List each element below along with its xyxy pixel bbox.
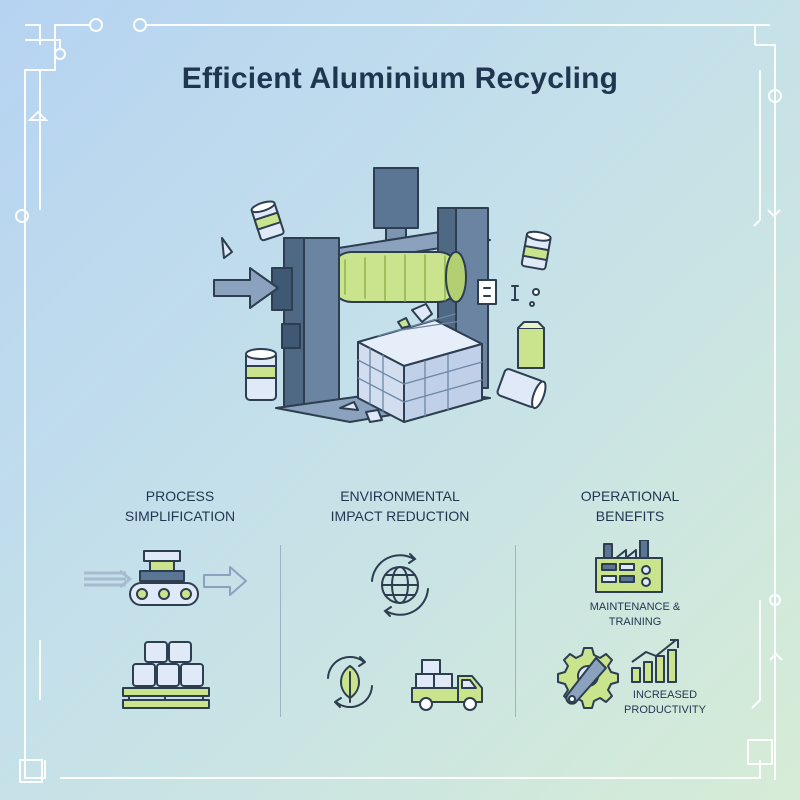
delivery-truck-icon — [411, 659, 483, 711]
section-title-environmental: ENVIRONMENTAL IMPACT REDUCTION — [330, 488, 470, 524]
compactor-machine-icon — [213, 167, 552, 423]
label-maintenance-training: MAINTENANCE & TRAINING — [589, 601, 681, 628]
factory-panel-icon — [595, 540, 663, 593]
globe-recycle-icon — [371, 553, 429, 617]
growth-chart-icon — [631, 639, 679, 683]
section-divider-left — [280, 545, 281, 717]
conveyor-belt-icon — [84, 550, 247, 606]
label-increased-productivity: INCREASED PRODUCTIVITY — [624, 689, 706, 716]
section-title-process: PROCESS SIMPLIFICATION — [124, 488, 236, 524]
leaf-recycle-icon — [327, 655, 373, 709]
gear-wrench-icon — [557, 647, 619, 709]
pallet-blocks-icon — [122, 641, 210, 709]
page-title: Efficient Aluminium Recycling — [181, 62, 619, 95]
section-title-operational: OPERATIONAL BENEFITS — [580, 488, 680, 524]
section-divider-right — [515, 545, 516, 717]
